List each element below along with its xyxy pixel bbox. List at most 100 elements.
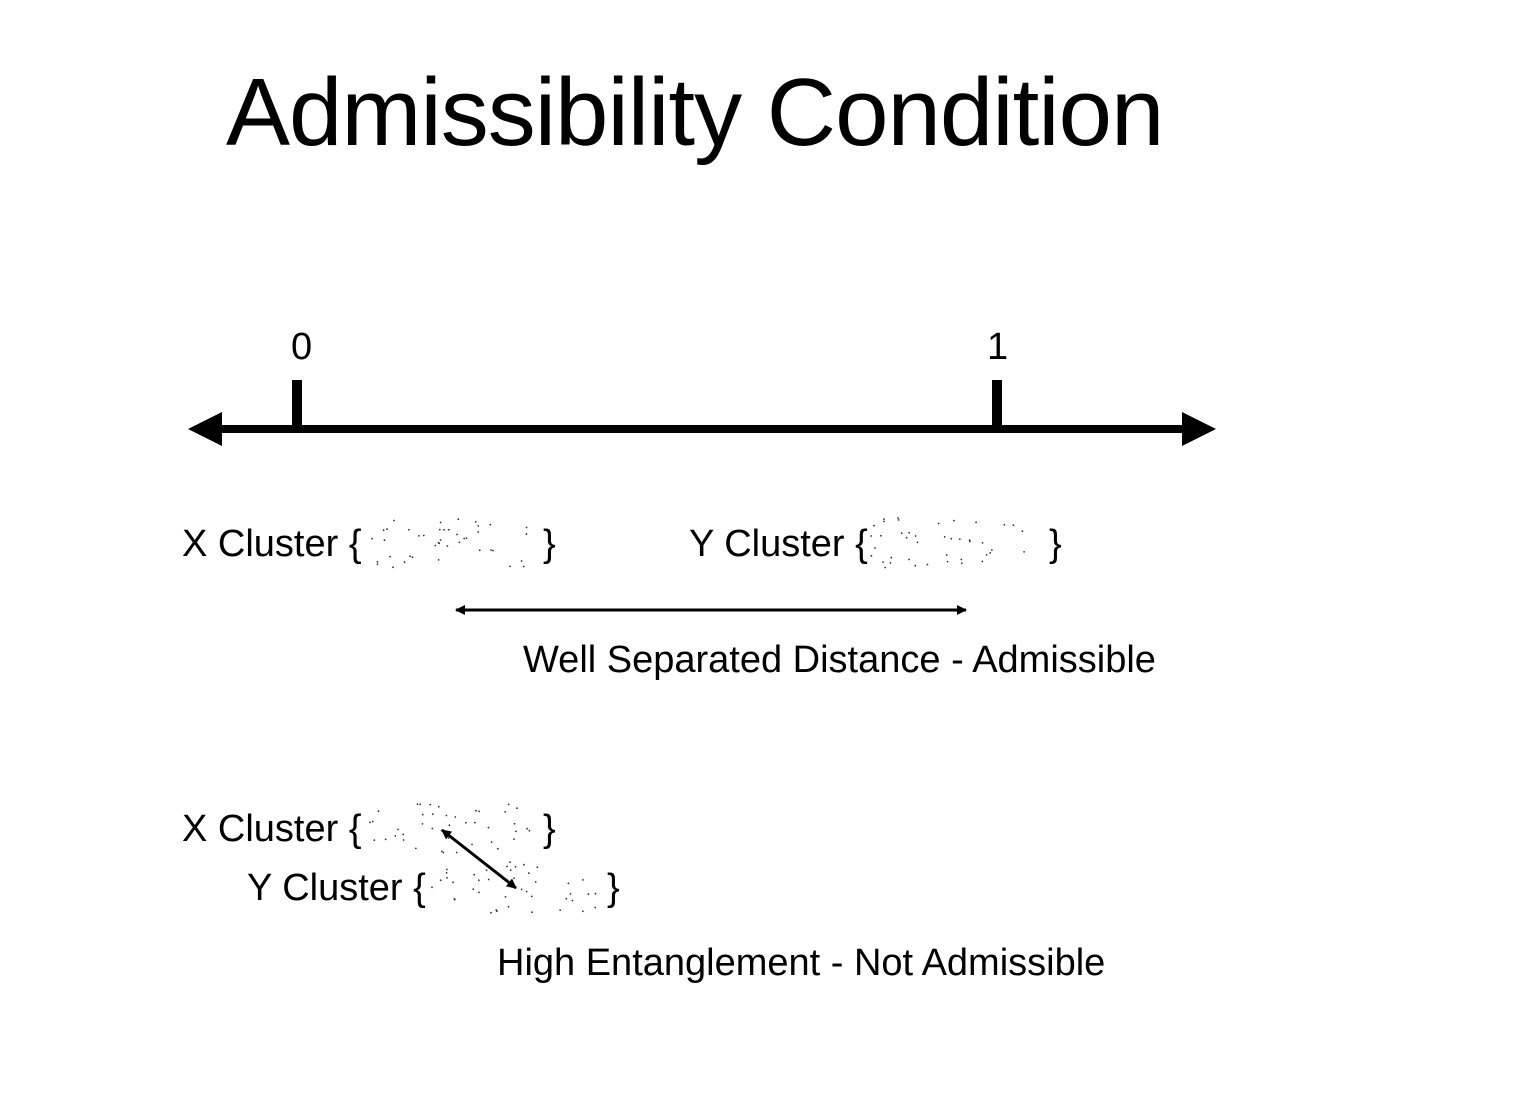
cluster-dot [528,829,531,832]
cluster-dot [509,861,511,864]
cluster-dot [487,878,490,881]
cluster-dot [456,533,458,536]
cluster-dot [890,556,893,559]
cluster-dot [474,520,477,523]
cluster-dot [418,535,420,537]
cluster-dot [393,519,395,522]
cluster-dot [445,814,448,817]
cluster-dot [514,865,517,868]
cluster-dot [530,895,533,898]
cluster-dot [526,827,528,830]
cluster-dot [437,559,440,561]
cluster-dot [916,541,919,544]
x-cluster-close-brace-separated: } [543,523,556,565]
cluster-dot [525,533,528,536]
cluster-dot [445,868,448,871]
cluster-dot [883,518,885,520]
cluster-dot [522,565,525,568]
cluster-dot [445,872,448,874]
separated-caption: Well Separated Distance - Admissible [523,639,1156,681]
cluster-dot [453,898,456,900]
cluster-dot [873,524,875,527]
cluster-dot [382,529,385,532]
cluster-dot [509,565,511,568]
cluster-dot [513,877,515,879]
x-cluster-label-separated: X Cluster { [182,523,362,565]
cluster-dot [950,537,953,540]
cluster-dot [1021,530,1024,533]
cluster-dot [442,851,445,854]
cluster-dot [441,850,443,853]
cluster-dot [900,532,903,535]
cluster-dot [991,549,993,551]
cluster-dot [870,535,873,537]
cluster-dot [478,891,480,894]
cluster-dot [981,542,984,544]
cluster-dot [386,528,388,531]
cluster-dot [882,561,884,563]
cluster-dot [516,807,518,810]
cluster-dot [443,528,445,531]
cluster-dot [520,888,523,891]
entanglement-arrow [441,828,517,890]
cluster-dot [478,879,480,882]
cluster-dot [371,820,374,823]
cluster-dot [458,541,461,544]
cluster-dot [525,526,528,529]
cluster-dot [465,537,468,539]
y-cluster-label-separated: Y Cluster { [689,523,868,565]
cluster-dot [434,544,437,547]
cluster-dot [431,827,434,830]
cluster-dot [440,829,443,832]
cluster-dot [408,528,410,531]
cluster-dot [392,566,394,569]
cluster-dot [565,897,568,900]
cluster-dot [490,911,492,914]
cluster-dot [567,882,570,885]
cluster-dot [394,835,397,837]
cluster-dot [485,869,488,872]
cluster-dot [431,886,433,889]
cluster-dot [492,549,494,552]
cluster-dot [897,517,899,519]
cluster-dot [513,838,515,840]
cluster-dot [908,558,910,561]
cluster-dot [507,803,510,806]
cluster-dot [431,813,434,816]
cluster-dot [429,803,432,806]
cluster-dot [960,562,963,565]
cluster-dot [477,525,480,527]
cluster-dot [463,537,466,540]
cluster-dot [455,851,458,854]
cluster-dot [531,911,533,914]
cluster-dot [487,826,490,829]
cluster-dot [908,531,911,534]
cluster-dot [536,866,539,869]
cluster-dot [377,810,380,813]
cluster-dot [926,563,929,566]
tick-mark-zero [292,380,302,428]
x-cluster-dots-separated [371,518,528,569]
cluster-dot [958,538,961,540]
cluster-dot [989,552,992,554]
cluster-dot [507,906,510,908]
cluster-dot [496,847,499,850]
cluster-dot [437,541,440,544]
cluster-dot [419,803,422,806]
cluster-dot [416,803,419,805]
cluster-dot [447,837,450,839]
cluster-dot [402,833,404,836]
cluster-dot [439,879,442,882]
cluster-dot [421,823,424,825]
cluster-dot [594,906,597,909]
cluster-dot [880,534,882,537]
cluster-dot [446,877,448,879]
cluster-dot [504,811,506,813]
y-cluster-close-brace-entangled: } [607,867,620,909]
cluster-dot [594,892,597,895]
x-cluster-close-brace-entangled: } [543,808,556,850]
number-line-right-arrowhead [1182,412,1216,446]
cluster-dot [559,909,562,911]
cluster-dot [870,554,873,557]
